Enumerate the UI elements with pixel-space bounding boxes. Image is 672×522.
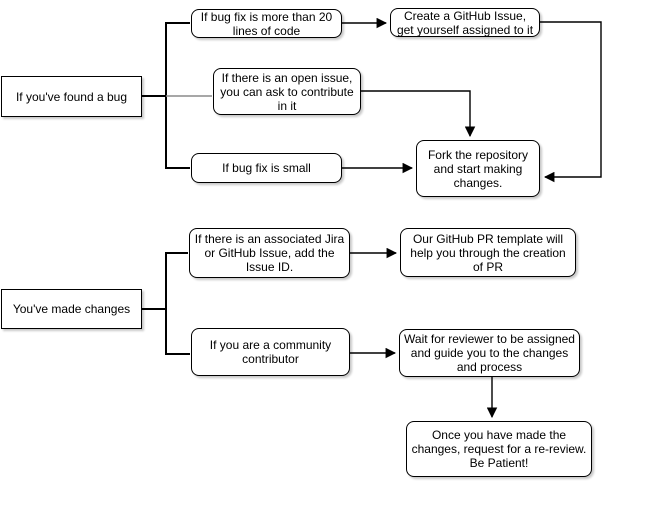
node-re-review: Once you have made the changes, request …: [406, 421, 592, 477]
node-bugfix-small: If bug fix is small: [191, 153, 342, 183]
node-wait-reviewer: Wait for reviewer to be assigned and gui…: [399, 329, 580, 377]
node-fork-repo: Fork the repository and start making cha…: [416, 140, 540, 197]
node-community-contributor: If you are a community contributor: [191, 328, 350, 376]
node-pr-template: Our GitHub PR template will help you thr…: [400, 228, 576, 277]
node-open-issue: If there is an open issue, you can ask t…: [213, 68, 361, 115]
edge-createissue-forkrepo: [540, 21, 602, 183]
node-bugfix-large: If bug fix is more than 20 lines of code: [191, 9, 342, 38]
node-found-bug: If you've found a bug: [1, 76, 142, 117]
node-create-issue: Create a GitHub Issue, get yourself assi…: [390, 8, 540, 37]
node-jira-issue: If there is an associated Jira or GitHub…: [189, 228, 350, 278]
edge-madechanges-branches: [142, 252, 190, 355]
node-made-changes: You've made changes: [1, 289, 142, 329]
edge-openissue-forkrepo: [360, 90, 476, 138]
